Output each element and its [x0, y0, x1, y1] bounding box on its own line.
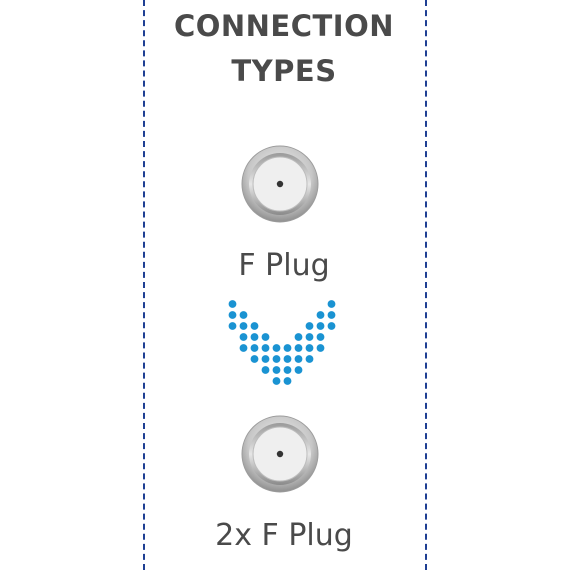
arrow-dot: [250, 355, 259, 363]
arrow-dot: [316, 333, 325, 341]
arrow-dot: [316, 311, 325, 319]
arrow-dot: [250, 333, 259, 341]
arrow-dot: [261, 366, 270, 374]
arrow-dot: [316, 344, 325, 352]
arrow-dot: [294, 344, 303, 352]
arrow-dot: [261, 344, 270, 352]
arrow-dot: [305, 333, 314, 341]
right-dashed-border: [425, 0, 427, 570]
arrow-dot: [327, 311, 336, 319]
arrow-dot: [305, 322, 314, 330]
arrow-dot: [261, 333, 270, 341]
arrow-dot: [272, 355, 281, 363]
arrow-dot: [239, 311, 248, 319]
arrow-dot: [228, 311, 237, 319]
arrow-dot: [272, 377, 281, 385]
arrow-dot: [239, 344, 248, 352]
arrow-dot: [316, 322, 325, 330]
title-line-2: TYPES: [231, 54, 337, 88]
arrow-dot: [239, 322, 248, 330]
arrow-dot: [250, 344, 259, 352]
arrow-dot: [239, 333, 248, 341]
arrow-dot: [305, 344, 314, 352]
arrow-dot: [283, 344, 292, 352]
arrow-dot: [283, 377, 292, 385]
arrow-dot: [294, 355, 303, 363]
arrow-dot: [250, 322, 259, 330]
arrow-dot: [272, 344, 281, 352]
arrow-dot: [283, 366, 292, 374]
f-connector-icon: [241, 415, 319, 493]
dotted-chevron-down-icon: [228, 300, 336, 385]
arrow-dot: [228, 300, 237, 308]
connection-label-f-plug: F Plug: [238, 248, 330, 283]
arrow-dot: [294, 366, 303, 374]
title-line-1: CONNECTION: [173, 9, 395, 43]
arrow-dot: [272, 366, 281, 374]
arrow-dot: [228, 322, 237, 330]
connection-label-2x-f-plug: 2x F Plug: [215, 518, 353, 553]
arrow-dot: [294, 333, 303, 341]
left-dashed-border: [143, 0, 145, 570]
arrow-dot: [305, 355, 314, 363]
arrow-dot: [261, 355, 270, 363]
arrow-dot: [327, 322, 336, 330]
f-connector-icon: [241, 145, 319, 223]
arrow-dot: [327, 300, 336, 308]
arrow-dot: [283, 355, 292, 363]
